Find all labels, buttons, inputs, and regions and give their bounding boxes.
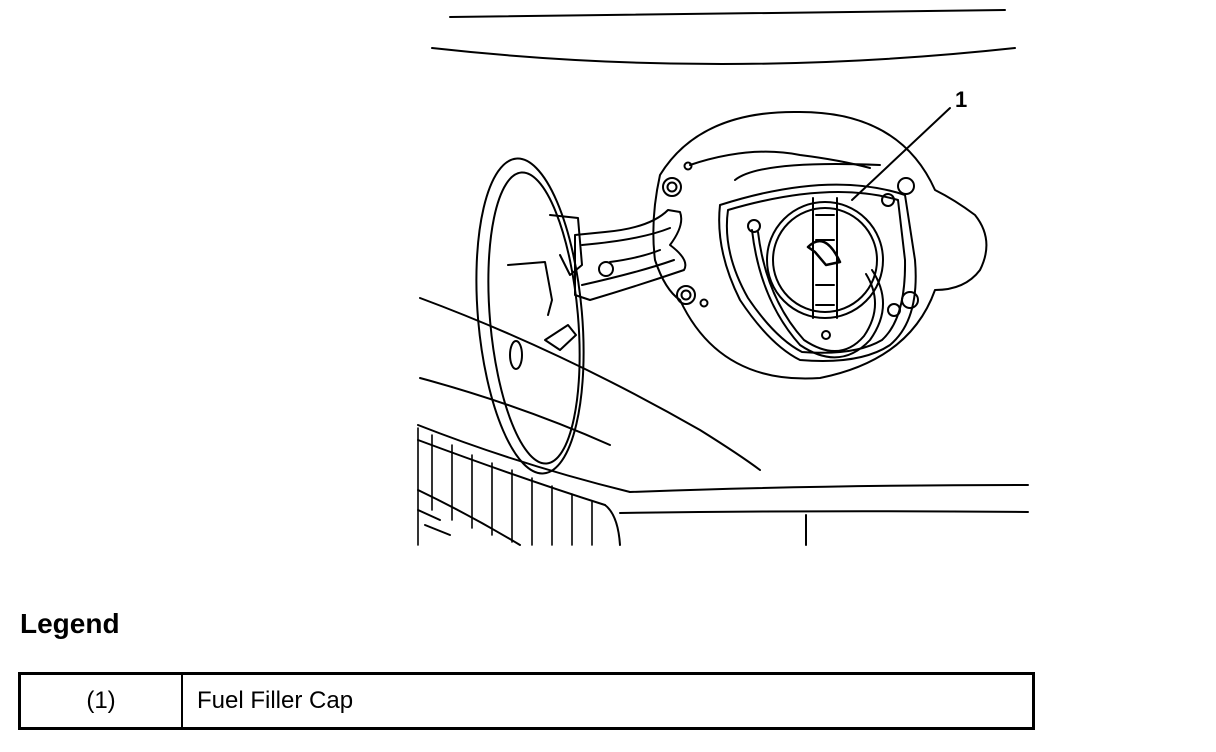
callout-1: 1: [851, 87, 967, 201]
cap-tether: [751, 229, 884, 359]
fuel-door: [475, 157, 585, 475]
callout-number: 1: [955, 87, 967, 112]
mounting-bolts: [662, 161, 919, 340]
legend-heading: Legend: [20, 608, 120, 639]
body-panel-lines: [419, 9, 1016, 471]
legend-number: (1): [18, 672, 183, 730]
legend-row: (1) Fuel Filler Cap: [18, 672, 1035, 730]
fuel-door-housing: [652, 110, 988, 380]
fuel-filler-cap: [766, 197, 884, 319]
legend-description: Fuel Filler Cap: [181, 672, 1035, 730]
quarter-panel-lower: [417, 424, 1029, 546]
legend-table: (1) Fuel Filler Cap: [18, 672, 1035, 730]
hinge-arm: [574, 209, 687, 301]
tire-tread: [417, 427, 593, 546]
fuel-filler-illustration: 1: [417, 9, 1029, 546]
